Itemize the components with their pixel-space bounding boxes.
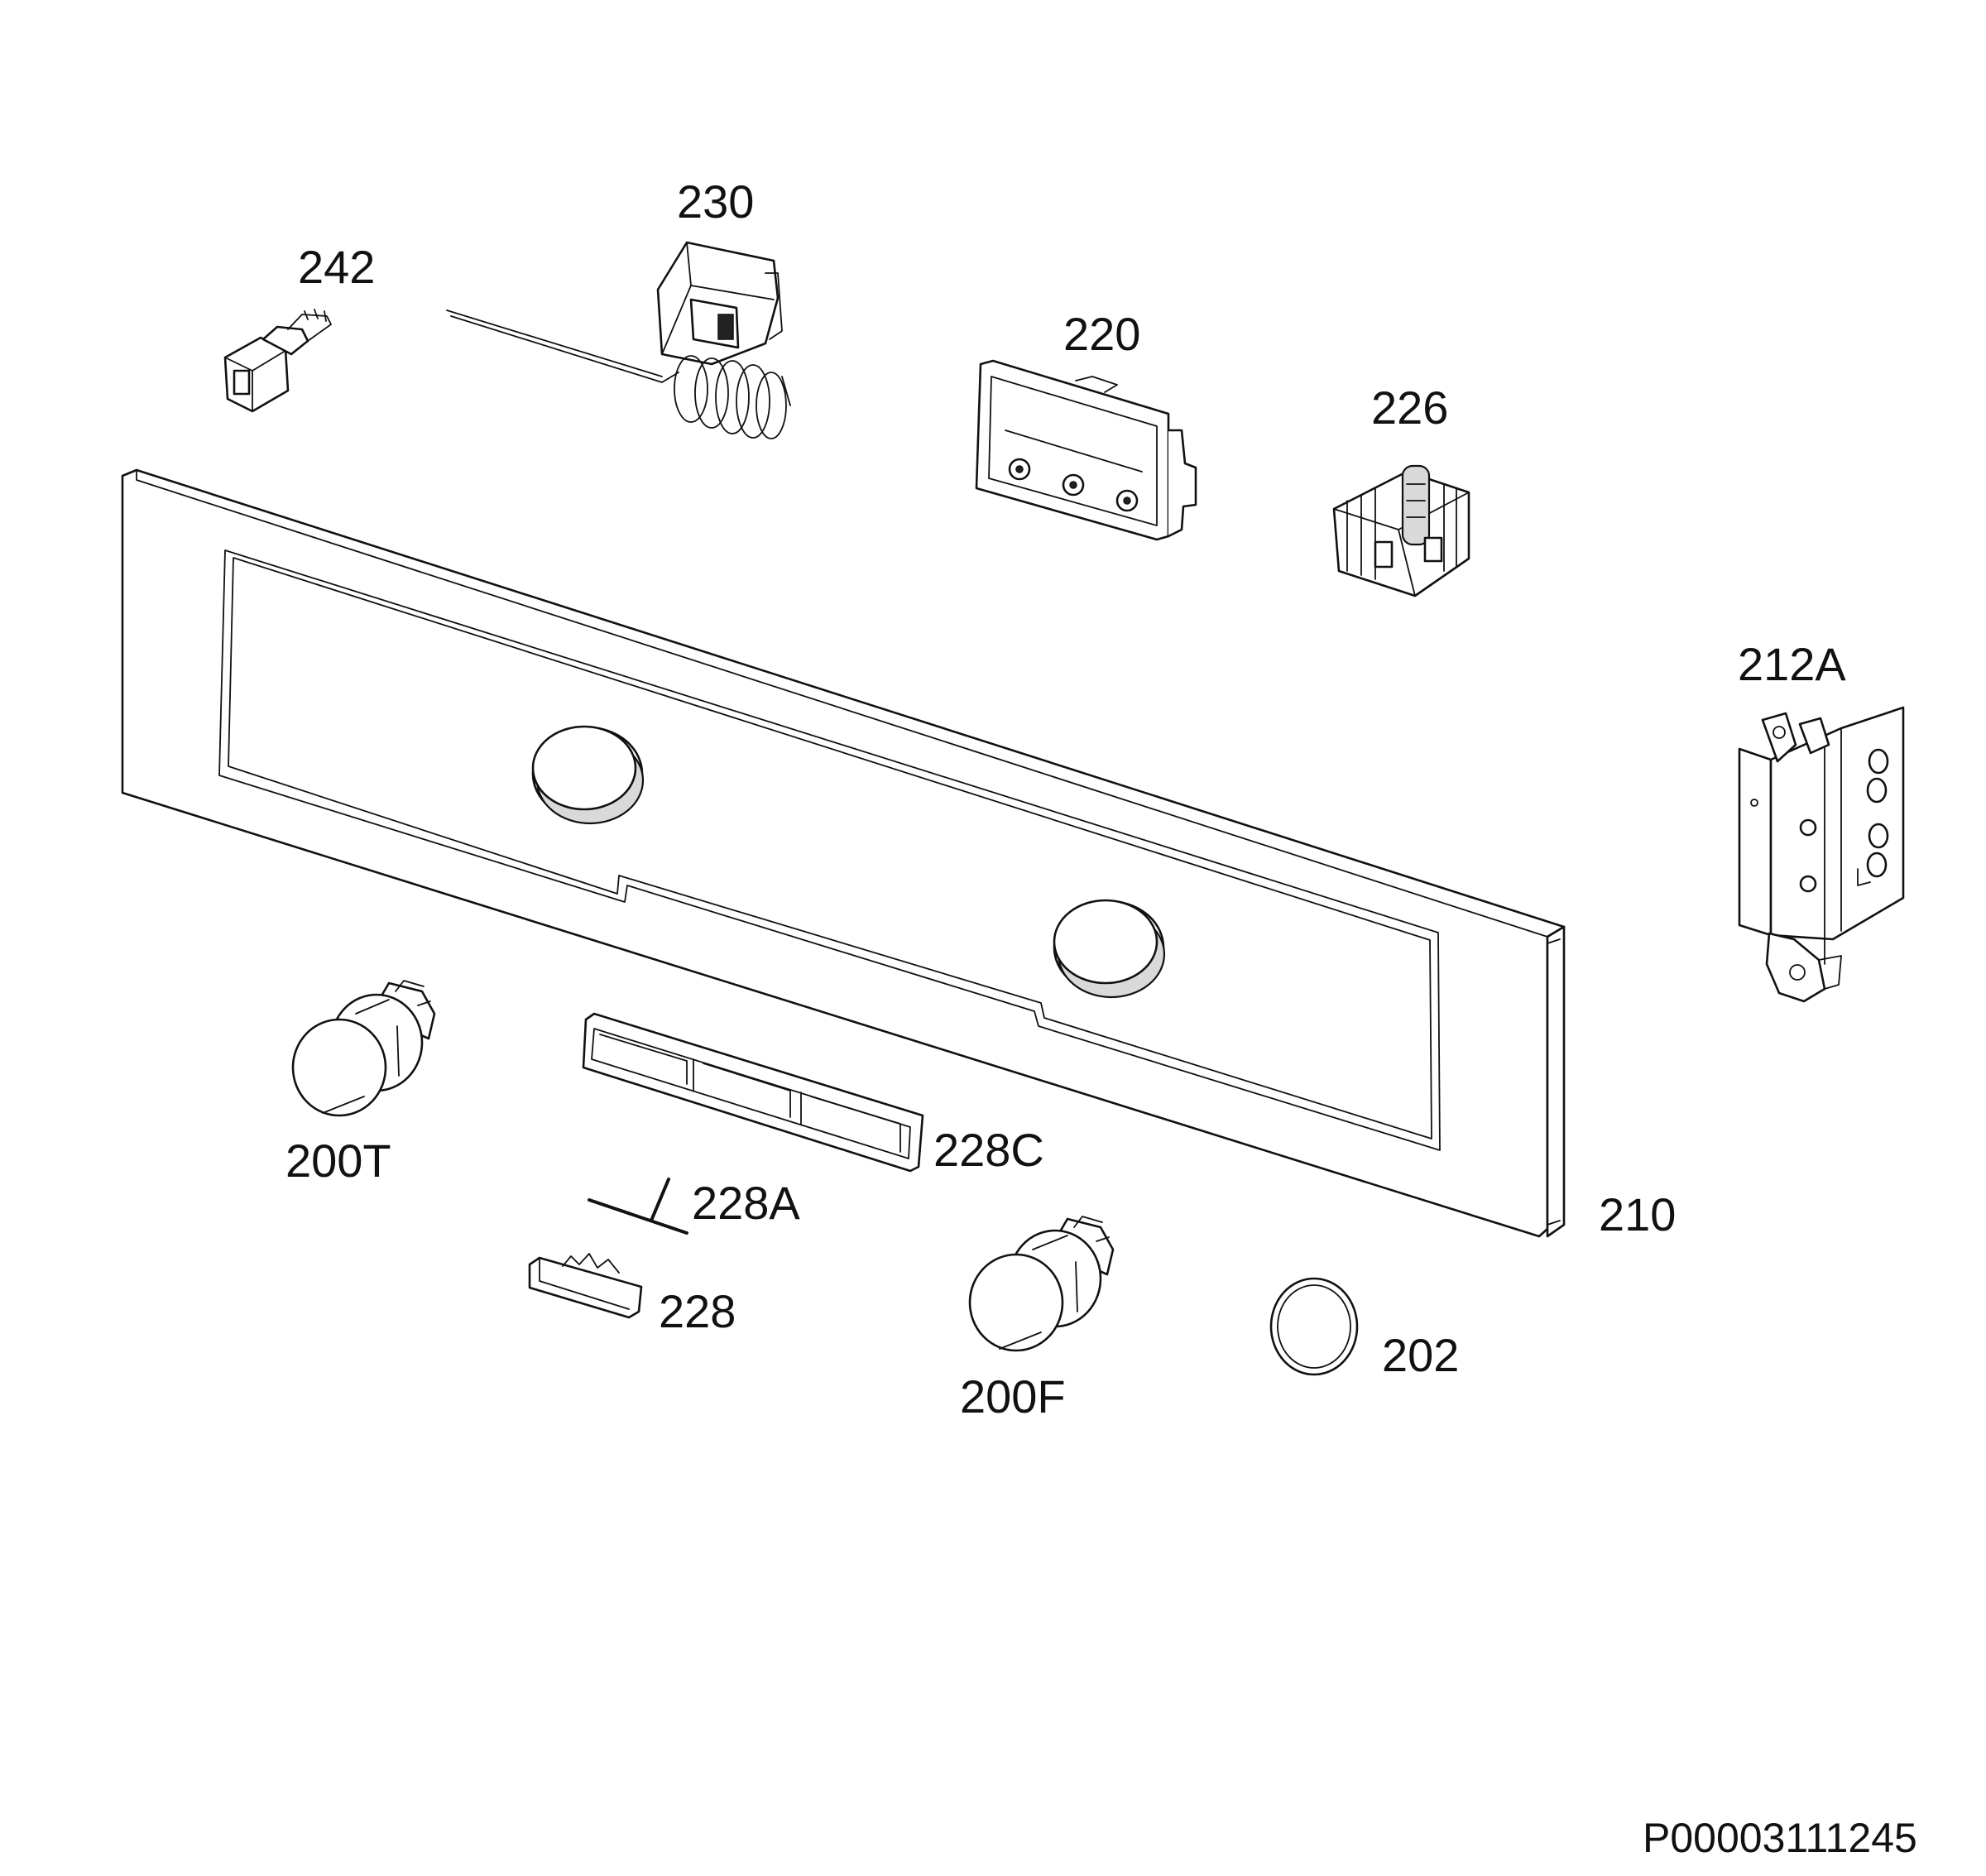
label-220: 220 — [1063, 308, 1141, 360]
part-230-thermostat — [446, 241, 791, 439]
label-202: 202 — [1382, 1329, 1460, 1381]
part-228-light-module — [528, 1253, 643, 1319]
label-230: 230 — [677, 175, 755, 228]
part-226-selector-switch — [1332, 464, 1470, 597]
label-226: 226 — [1371, 381, 1449, 434]
label-200F: 200F — [960, 1370, 1066, 1423]
part-210-control-panel — [121, 468, 1566, 1238]
label-228C: 228C — [933, 1124, 1044, 1176]
part-200F-knob — [968, 1216, 1115, 1352]
label-212A: 212A — [1738, 638, 1846, 690]
part-212A-bracket — [1738, 706, 1905, 1003]
part-220-holder — [975, 359, 1197, 541]
label-210: 210 — [1599, 1188, 1677, 1240]
part-200T-knob — [291, 980, 436, 1117]
label-242: 242 — [298, 241, 376, 293]
part-242-lamp — [223, 309, 332, 413]
part-228C-strip — [582, 1012, 924, 1173]
reference-number: P00003111245 — [1643, 1815, 1917, 1861]
part-228A-pin — [588, 1178, 688, 1235]
part-202-ring — [1269, 1277, 1359, 1376]
label-228: 228 — [659, 1285, 736, 1337]
label-228A: 228A — [692, 1177, 800, 1229]
label-200T: 200T — [285, 1135, 391, 1187]
